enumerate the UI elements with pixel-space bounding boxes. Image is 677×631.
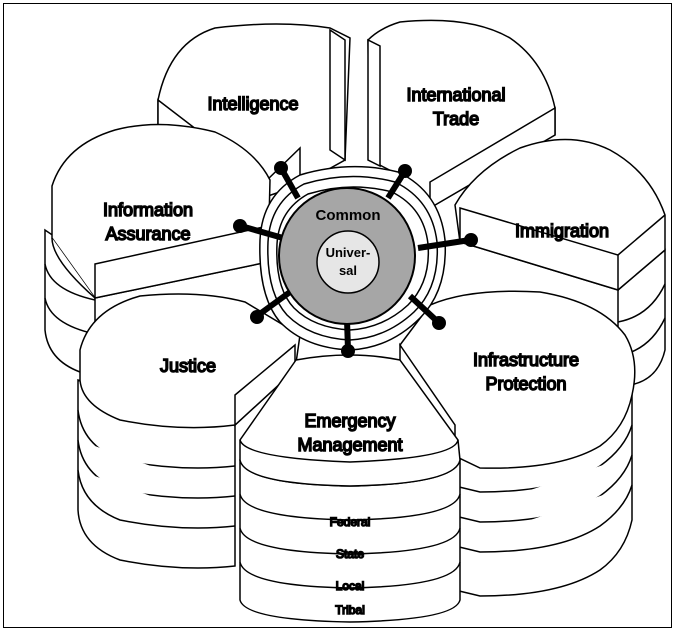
connector-node	[250, 310, 264, 324]
petal-justice: Justice	[77, 293, 301, 569]
petal-infrastructure-protection: Infrastructure Protection	[399, 290, 636, 597]
connector-line	[255, 289, 292, 319]
connector-node	[341, 344, 355, 358]
universal-circle	[316, 230, 380, 294]
diagram-frame	[3, 3, 672, 628]
sector-label-emergency-management-1: Emergency	[304, 411, 395, 431]
sector-label-international-trade-2: Trade	[433, 109, 479, 129]
core-label-common: Common	[316, 207, 381, 224]
core-label-universal-1: Univer-	[326, 245, 371, 260]
sector-label-information-assurance-1: Information	[103, 200, 193, 220]
sector-label-infrastructure-protection-1: Infrastructure	[473, 350, 579, 370]
connector-line	[407, 293, 441, 325]
level-label-local: Local	[336, 579, 365, 593]
sector-label-information-assurance-2: Assurance	[105, 224, 190, 244]
connector-node	[432, 316, 446, 330]
level-label-state: State	[336, 547, 364, 561]
sector-label-international-trade-1: International	[406, 85, 505, 105]
sector-label-infrastructure-protection-2: Protection	[485, 374, 566, 394]
connector-node	[274, 161, 288, 175]
connector-line	[417, 237, 471, 251]
petal-information-assurance: Information Assurance	[44, 123, 271, 373]
sector-label-intelligence: Intelligence	[207, 94, 298, 114]
level-label-tribal: Tribal	[335, 603, 365, 617]
sector-label-immigration: Immigration	[515, 221, 609, 241]
connector-node	[398, 164, 412, 178]
sector-label-justice: Justice	[160, 356, 216, 376]
sector-label-emergency-management-2: Management	[297, 435, 402, 455]
core-label-universal-2: sal	[339, 263, 357, 278]
connector-line	[240, 223, 284, 241]
petal-emergency-management: Emergency Management Federal State Local…	[239, 354, 461, 623]
connector-node	[233, 219, 247, 233]
level-label-federal: Federal	[330, 515, 371, 529]
connector-node	[464, 233, 478, 247]
